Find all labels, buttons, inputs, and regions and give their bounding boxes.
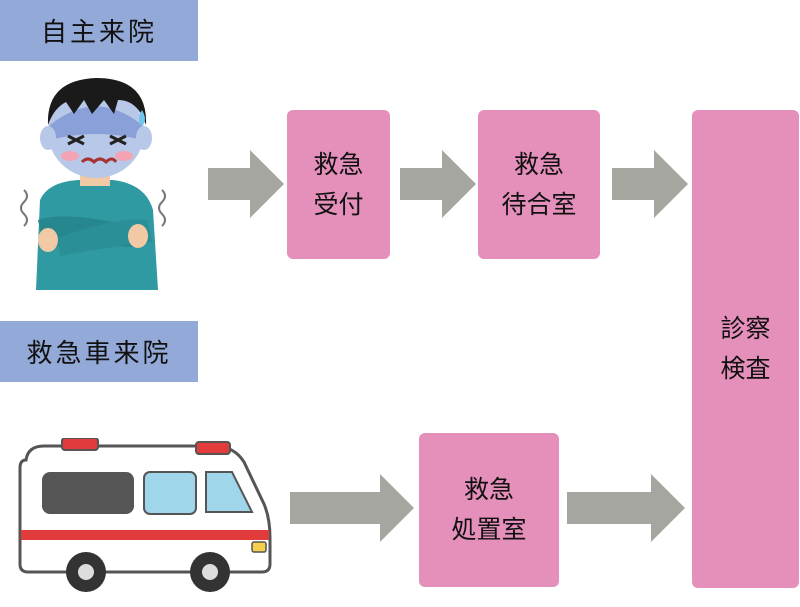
step-emergency-reception: 救急 受付	[287, 110, 390, 259]
arrow-patient-to-reception	[208, 150, 284, 218]
step-examination-line2: 検査	[720, 354, 771, 383]
step-emergency-waiting-room-line1: 救急	[513, 149, 564, 179]
step-emergency-reception-line1: 救急	[313, 149, 364, 179]
step-emergency-treatment-room-line1: 救急	[463, 475, 514, 504]
step-examination-line1: 診察	[720, 314, 771, 343]
step-emergency-waiting-room-line2: 待合室	[501, 189, 577, 219]
step-emergency-treatment-room-line2: 処置室	[451, 515, 527, 544]
step-examination: 診察 検査	[692, 110, 799, 588]
step-emergency-treatment-room: 救急 処置室	[419, 433, 559, 587]
arrow-ambulance-to-treatment	[290, 474, 414, 542]
arrow-reception-to-waiting	[400, 150, 476, 218]
arrow-treatment-to-exam	[567, 474, 685, 542]
step-emergency-reception-line2: 受付	[313, 189, 364, 219]
ambulance-icon	[18, 438, 272, 592]
arrow-waiting-to-exam	[612, 150, 688, 218]
self-visit-label: 自主来院	[0, 0, 198, 61]
step-emergency-waiting-room: 救急 待合室	[478, 110, 600, 259]
ambulance-visit-label: 救急車来院	[0, 321, 198, 382]
sick-shivering-person-icon	[20, 78, 166, 290]
